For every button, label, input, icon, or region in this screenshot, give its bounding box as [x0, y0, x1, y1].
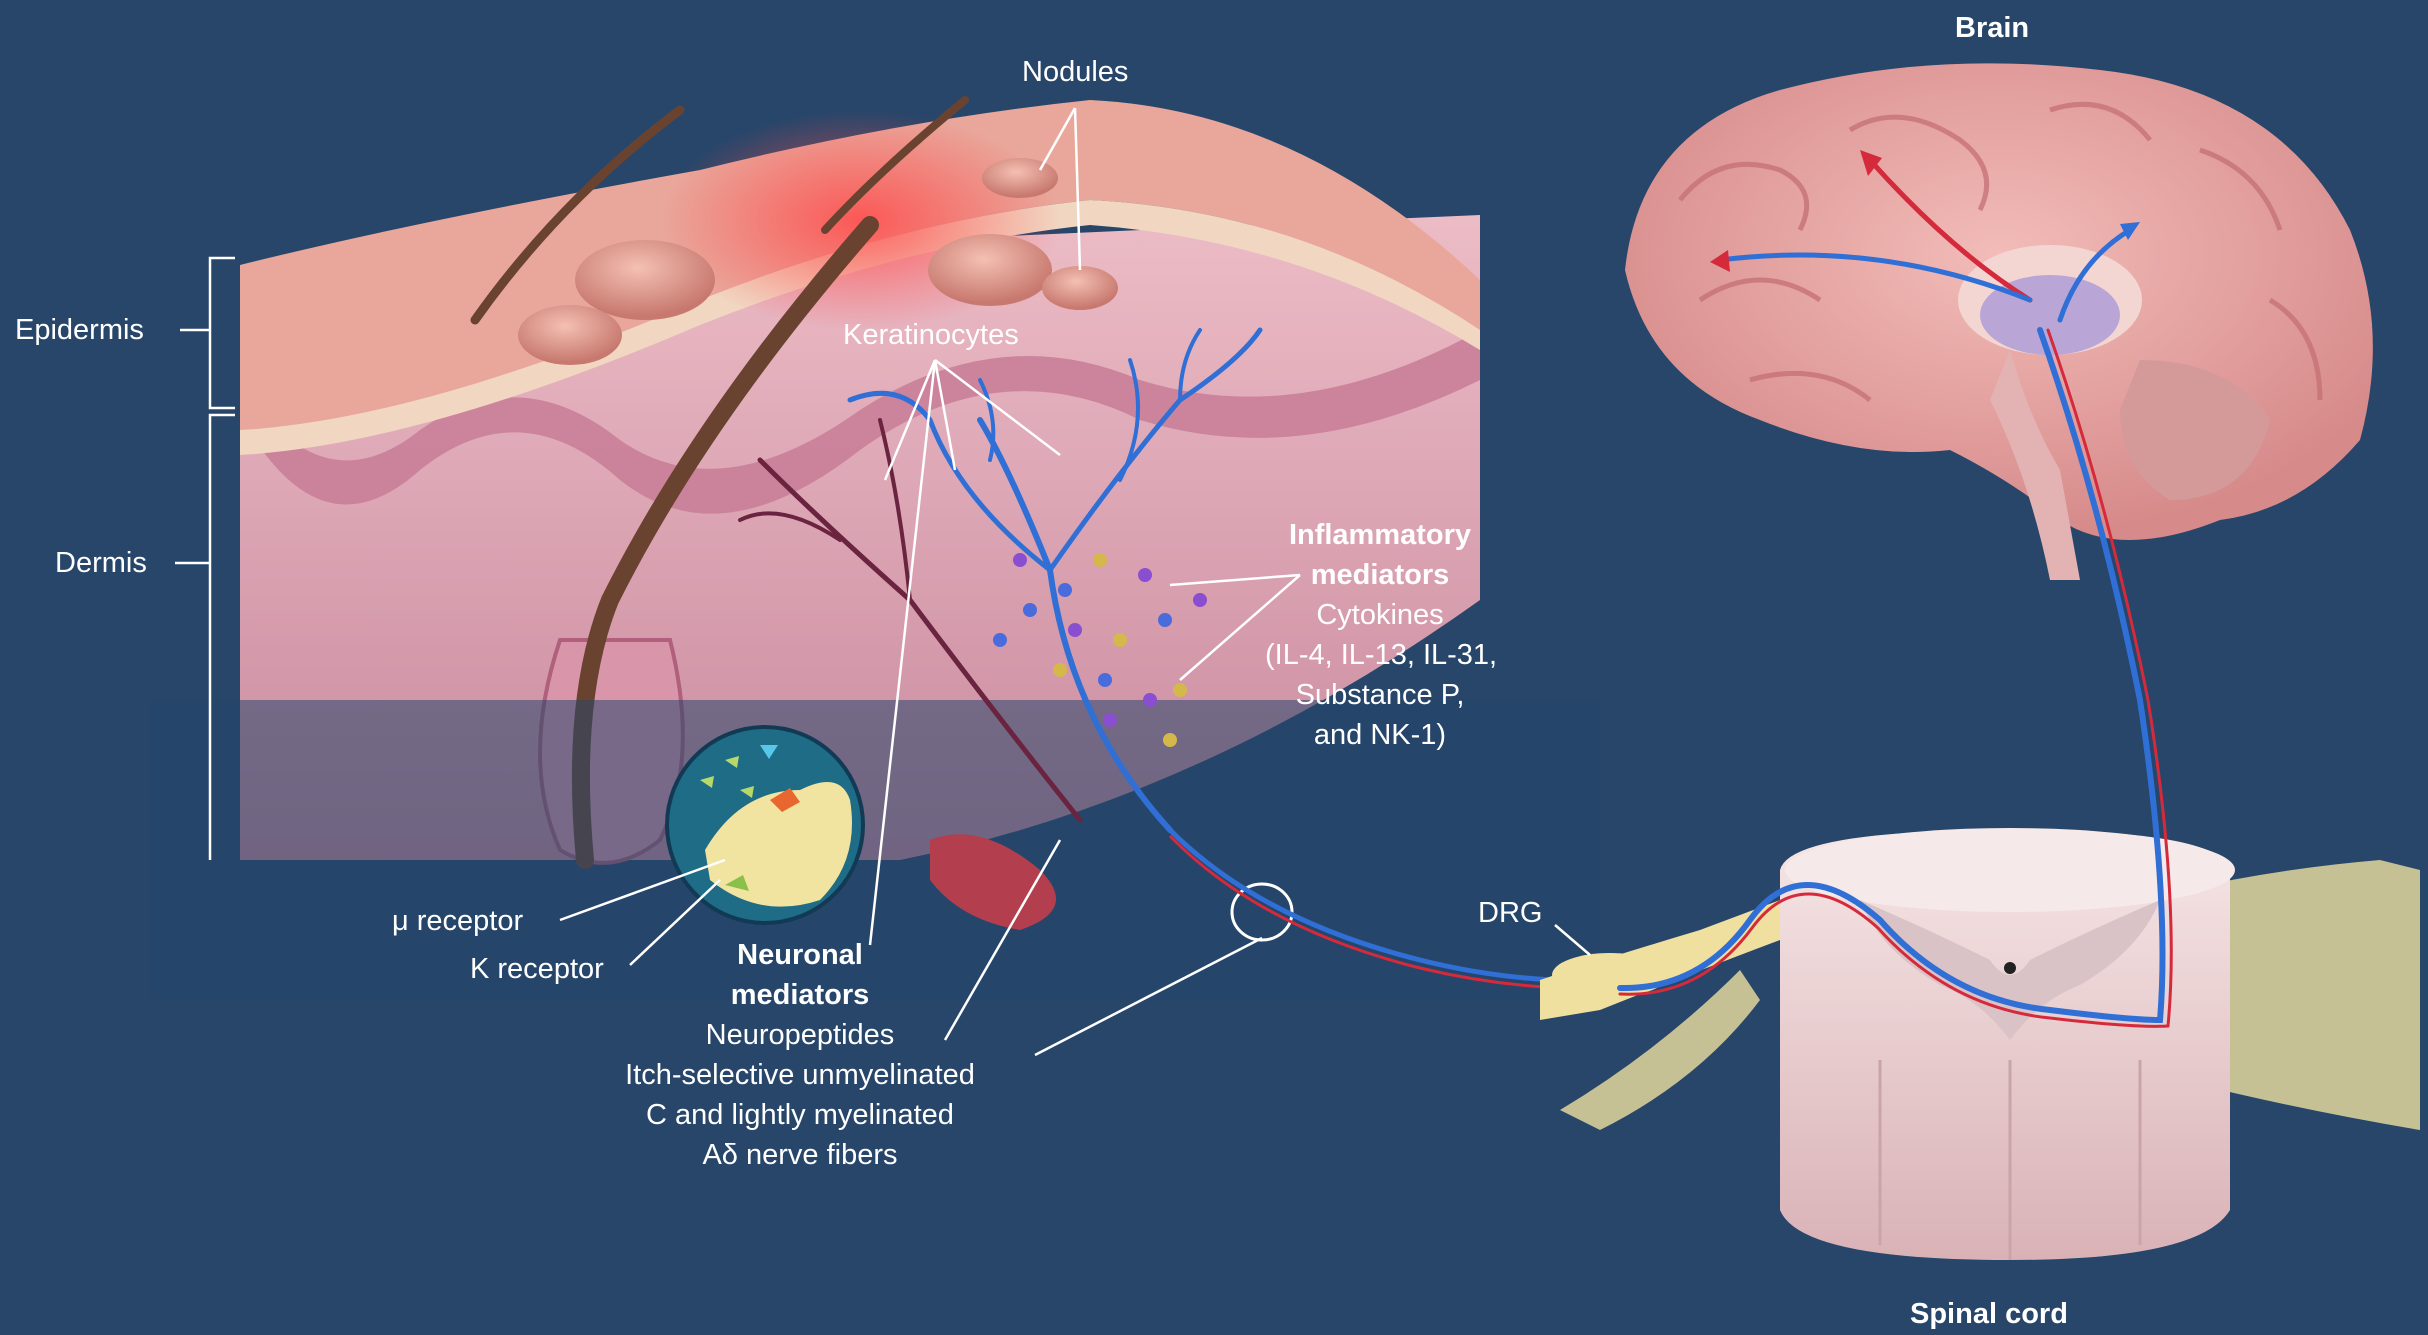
neuronal-title-2: mediators — [590, 975, 1010, 1015]
neuronal-title-1: Neuronal — [590, 935, 1010, 975]
inflammatory-mediators-label: Inflammatory mediators Cytokines (IL-4, … — [1265, 515, 1495, 755]
inflammatory-line-2: (IL-4, IL-13, IL-31, — [1265, 635, 1495, 675]
spinal-cord — [1540, 828, 2420, 1260]
mu-receptor-label: μ receptor — [392, 901, 523, 941]
neuronal-line-1: Neuropeptides — [590, 1015, 1010, 1055]
inflammatory-title-2: mediators — [1265, 555, 1495, 595]
inflammatory-line-1: Cytokines — [1265, 595, 1495, 635]
brain-label: Brain — [1955, 8, 2029, 48]
drg-label: DRG — [1478, 893, 1542, 933]
inflammatory-line-3: Substance P, — [1265, 675, 1495, 715]
drg-ganglion — [1552, 953, 1668, 997]
nodule — [982, 158, 1058, 198]
keratinocytes-label: Keratinocytes — [843, 315, 1019, 355]
nodules-label: Nodules — [1022, 52, 1128, 92]
neuronal-mediators-label: Neuronal mediators Neuropeptides Itch-se… — [590, 935, 1010, 1175]
inflammatory-title-1: Inflammatory — [1265, 515, 1495, 555]
neuronal-line-3: C and lightly myelinated — [590, 1095, 1010, 1135]
inflammatory-line-4: and NK-1) — [1265, 715, 1495, 755]
epidermis-label: Epidermis — [15, 310, 144, 350]
nodule — [928, 234, 1052, 306]
nodule — [1042, 266, 1118, 310]
neuronal-line-2: Itch-selective unmyelinated — [590, 1055, 1010, 1095]
spinal-cord-label: Spinal cord — [1910, 1294, 2068, 1334]
dermis-label: Dermis — [55, 543, 147, 583]
receptor-inset — [667, 727, 863, 923]
nodule — [518, 305, 622, 365]
kappa-receptor-label: Κ receptor — [470, 949, 604, 989]
neuronal-line-4: Aδ nerve fibers — [590, 1135, 1010, 1175]
nodule — [575, 240, 715, 320]
brain — [1625, 63, 2373, 580]
